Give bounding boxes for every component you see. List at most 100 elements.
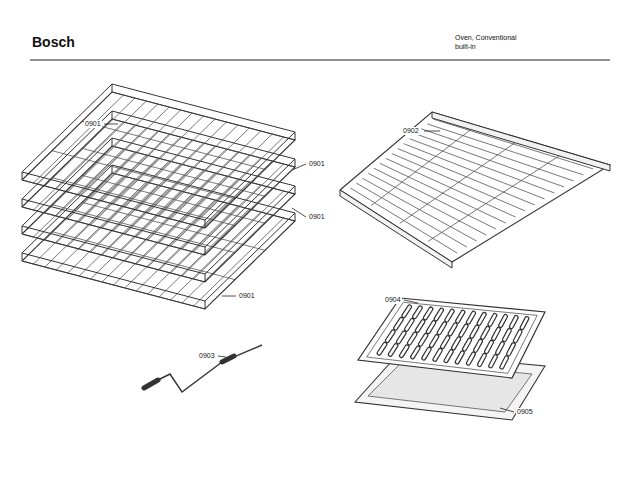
rack-post [295, 159, 296, 167]
rack-wire [182, 134, 272, 222]
grill-slot-edge [465, 340, 470, 349]
rack-wire [159, 128, 249, 216]
rack-rod [82, 148, 265, 196]
grill-slot-edge [490, 315, 495, 324]
rack-post [22, 226, 23, 234]
grill-slot [390, 346, 396, 355]
grill-slot-edge [468, 313, 473, 322]
rack-rod [82, 121, 265, 169]
rack-wire [159, 182, 249, 270]
grill-slot-edge [387, 332, 393, 341]
grill-slot [487, 342, 492, 351]
grill-slot-edge [476, 341, 481, 350]
rack-wire [182, 188, 272, 276]
rack-wire [194, 218, 284, 306]
rack-rod [52, 151, 235, 199]
leader-line [218, 356, 226, 357]
grill-slot [522, 319, 527, 328]
rack-wire [194, 164, 284, 252]
grill-slot [457, 353, 462, 362]
rack-post [22, 172, 23, 180]
rack-wire [45, 98, 135, 186]
grill-slot [425, 309, 431, 318]
header-rule [30, 60, 610, 61]
rack-rod [400, 141, 518, 223]
grill-slot [450, 325, 455, 334]
grill-slot-edge [420, 335, 425, 344]
grill-slot [439, 324, 444, 333]
grill-slot [447, 311, 452, 320]
grill-slot-edge [515, 332, 520, 341]
grill-slot [413, 348, 418, 357]
rack-wire [125, 119, 215, 207]
grill-slot-edge [428, 323, 433, 332]
rack-wire [171, 131, 261, 219]
rack-wire [33, 95, 123, 183]
rack-wire [182, 161, 272, 249]
probe-plug [144, 380, 158, 388]
rack-wire [159, 209, 249, 297]
grill-slot [515, 332, 520, 341]
grill-slot-edge [417, 322, 423, 331]
rack-rod [428, 155, 561, 242]
callout-number: 0903 [198, 352, 216, 360]
grill-slot-edge [413, 348, 418, 357]
grill-slot-edge [401, 347, 407, 356]
grill-slot [468, 313, 473, 322]
grill-slot [404, 307, 410, 316]
grill-slot [415, 308, 421, 317]
grill-slot [476, 341, 481, 350]
grill-slot [504, 331, 509, 340]
grill-slot-edge [424, 349, 429, 358]
grill-slot-edge [436, 310, 441, 319]
leader-line [292, 164, 306, 170]
grill-slot-edge [379, 344, 385, 353]
grill-slot-edge [450, 325, 455, 334]
grill-slot-edge [491, 357, 496, 366]
grill-slot-edge [501, 316, 506, 325]
grill-slot [379, 344, 385, 353]
grill-slot [509, 345, 514, 354]
rack-rod [52, 178, 235, 226]
grill-slot-edge [431, 337, 436, 346]
leader-line [222, 296, 236, 297]
grill-slot-edge [502, 358, 507, 367]
grill-slot [417, 322, 423, 331]
rack-wire [68, 104, 158, 192]
grill-slot-edge [511, 317, 516, 326]
rack-post [112, 138, 113, 146]
rack-wire [171, 158, 261, 246]
grill-slot-edge [468, 354, 473, 363]
grill-frame [358, 298, 545, 378]
rack-post [205, 220, 206, 228]
rack-post [22, 253, 23, 261]
grill-slot-edge [398, 333, 404, 342]
rack-wire [194, 137, 284, 225]
grill-slot [491, 357, 496, 366]
grill-slot [387, 332, 393, 341]
rack-wire [194, 191, 284, 279]
grill-slot-edge [390, 346, 396, 355]
callout-number: 0901 [308, 160, 326, 168]
grill-slot [453, 339, 458, 348]
rack-post [112, 84, 113, 92]
grill-slot-edge [479, 314, 484, 323]
grill-slot-edge [404, 307, 410, 316]
meat-probe [144, 345, 262, 392]
rack-frame [340, 112, 610, 262]
grill-slot [490, 315, 495, 324]
leader-line [292, 208, 306, 217]
rack-rail [22, 84, 295, 220]
grill-slot [431, 337, 436, 346]
rack-post [205, 301, 206, 309]
grill-slot-edge [446, 352, 451, 361]
grill-slot-edge [457, 353, 462, 362]
grill-slot-edge [509, 345, 514, 354]
leader-line [104, 124, 118, 125]
rack-rod [371, 128, 473, 206]
product-header: Oven, Conventional built-in [455, 33, 529, 51]
grill-slot [502, 358, 507, 367]
grill-slot-edge [480, 355, 485, 364]
